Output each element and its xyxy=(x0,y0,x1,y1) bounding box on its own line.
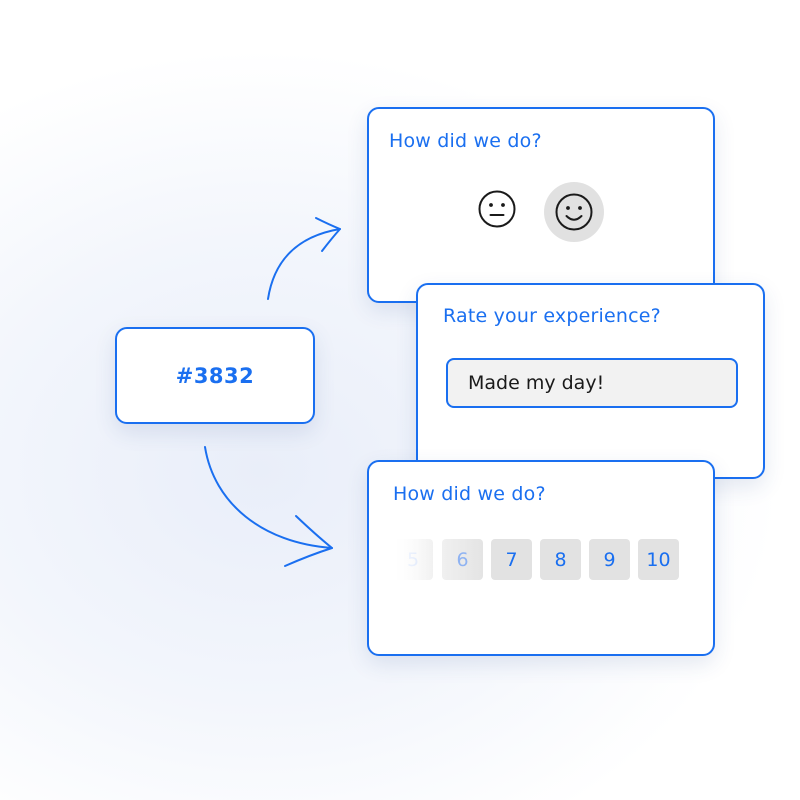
scale-survey-title: How did we do? xyxy=(393,483,546,505)
arrow-down-right-head xyxy=(284,515,333,567)
arrow-up-right-head xyxy=(315,217,341,252)
neutral-face-icon[interactable] xyxy=(473,185,521,233)
rating-option-7[interactable]: 7 xyxy=(491,539,532,580)
rating-option-8[interactable]: 8 xyxy=(540,539,581,580)
scale-survey-card: How did we do? 5 6 7 8 9 10 xyxy=(367,460,715,656)
text-survey-card: Rate your experience? xyxy=(416,283,765,479)
rating-option-5[interactable]: 5 xyxy=(393,539,433,580)
emoji-survey-card: How did we do? xyxy=(367,107,715,303)
ticket-card[interactable]: #3832 xyxy=(115,327,315,424)
rating-option-6[interactable]: 6 xyxy=(442,539,483,580)
rating-option-9[interactable]: 9 xyxy=(589,539,630,580)
rating-scale: 5 6 7 8 9 10 xyxy=(393,539,683,581)
rating-option-10[interactable]: 10 xyxy=(638,539,679,580)
text-survey-title: Rate your experience? xyxy=(443,305,661,327)
arrow-up-right-icon xyxy=(267,228,341,300)
emoji-survey-title: How did we do? xyxy=(389,130,542,152)
arrow-down-right-icon xyxy=(204,446,333,549)
experience-answer-field[interactable] xyxy=(446,358,738,408)
ticket-number: #3832 xyxy=(175,363,255,388)
smiling-face-icon[interactable] xyxy=(544,182,604,242)
